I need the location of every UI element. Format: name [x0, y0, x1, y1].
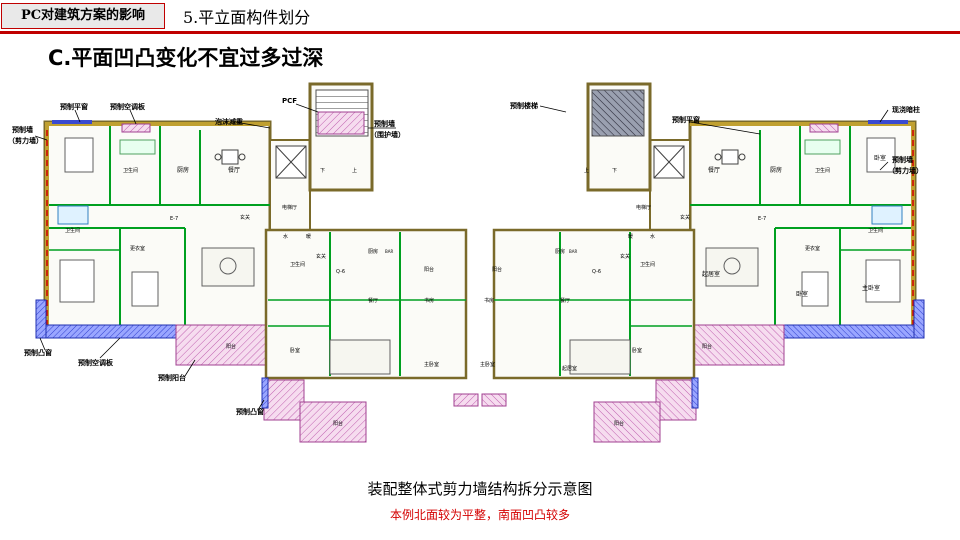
slide-title: C.平面凹凸变化不宜过多过深: [48, 46, 324, 70]
room-label: 水: [650, 233, 655, 240]
room-label: 起居室: [702, 270, 720, 278]
room-label: 书房: [424, 297, 434, 304]
room-label: 餐厅: [368, 297, 378, 304]
section-subtitle: 5.平立面构件划分: [183, 8, 311, 27]
plan-leader-lines: [34, 103, 889, 411]
annotation-prefab-flat-window-l: 预制平窗: [60, 102, 88, 111]
room-label: 卫生间: [815, 167, 830, 174]
room-label: BAR: [385, 249, 393, 254]
room-label: 主卧室: [480, 361, 495, 368]
room-label: BAR: [569, 249, 577, 254]
room-label: E-7: [758, 216, 766, 222]
room-label: 卫生间: [290, 261, 305, 268]
annotation-cast-column: 现浇暗柱: [892, 105, 920, 114]
stair-label: 下: [320, 168, 325, 174]
room-label: 卫生间: [65, 227, 80, 234]
annotation-prefab-flat-window-r: 预制平窗: [672, 115, 700, 124]
room-label: 阳台: [614, 420, 624, 427]
room-label: 更衣室: [805, 245, 820, 252]
header-bar: PC对建筑方案的影响 5.平立面构件划分: [0, 0, 960, 34]
room-label: E-7: [170, 216, 178, 222]
room-label: 主卧室: [862, 284, 880, 292]
annotation-prefab-wall-l-note: （剪力墙）: [8, 136, 43, 145]
annotation-prefab-wall-c-note: （围护墙）: [370, 130, 405, 139]
room-label: 卫生间: [868, 227, 883, 234]
plan-right-labels: 卧室 厨房 餐厅 卫生间 卫生间 更衣室 主卧室 卧室 起居室 E-7 玄关 电…: [480, 154, 886, 427]
stair-label: 下: [612, 168, 617, 174]
room-label: 玄关: [620, 253, 630, 260]
annotation-prefab-wall-r: 预制墙: [892, 155, 913, 164]
plan-right-geometry: [481, 82, 925, 443]
room-label: 阳台: [226, 343, 236, 350]
room-label: 书房: [484, 297, 494, 304]
plan-annotations: 预制平窗 预制空调板 预制墙 （剪力墙） 泡沫减重 PCF 预制墙 （围护墙） …: [8, 97, 923, 416]
room-label: 暖: [306, 233, 311, 240]
annotation-prefab-wall-r-note: （剪力墙）: [888, 166, 923, 175]
floor-plan: 卧室 厨房 餐厅 卫生间 卫生间 更衣室 主卧室 卧室 起居室 E-7 玄关 电…: [8, 82, 925, 443]
room-label: 餐厅: [228, 166, 240, 174]
annotation-prefab-stair: 预制楼梯: [510, 101, 538, 110]
annotation-prefab-ac-board-bottom: 预制空调板: [78, 358, 114, 367]
room-label: 卧室: [290, 347, 300, 354]
figure-note: 本例北面较为平整，南面凹凸较多: [389, 508, 570, 522]
room-label: 卧室: [874, 154, 886, 162]
room-label: 厨房: [770, 166, 782, 174]
annotation-prefab-balcony: 预制阳台: [158, 373, 186, 382]
room-label: 餐厅: [708, 166, 720, 174]
annotation-prefab-bay-window-b: 预制凸窗: [236, 407, 264, 416]
room-label: 卧室: [796, 290, 808, 298]
stair-label: 上: [352, 167, 357, 174]
room-label: 玄关: [680, 214, 690, 221]
section-tab[interactable]: PC对建筑方案的影响: [1, 3, 165, 29]
room-label: 主卧室: [424, 361, 439, 368]
room-label: 阳台: [492, 266, 502, 273]
room-label: 厨房: [555, 248, 565, 255]
room-label: 起居室: [562, 365, 577, 372]
room-label: 阳台: [702, 343, 712, 350]
room-label: 餐厅: [560, 297, 570, 304]
annotation-prefab-bay-window-l: 预制凸窗: [24, 348, 52, 357]
room-label: 厨房: [177, 166, 189, 174]
annotation-foam-concrete: 泡沫减重: [215, 117, 243, 126]
room-label: 水: [283, 233, 288, 240]
room-label: 电梯厅: [636, 204, 651, 211]
room-label: 卫生间: [640, 261, 655, 268]
plan-left-inner-apartment: 厨房 餐厅 书房 阳台 卫生间 水 暖 卧室 起居室 主卧室 Q-6 玄关 BA…: [261, 228, 479, 443]
room-label: 玄关: [316, 253, 326, 260]
annotation-pcf: PCF: [282, 97, 297, 105]
annotation-prefab-wall-c: 预制墙: [374, 119, 395, 128]
room-label: 阳台: [424, 266, 434, 273]
room-label: 电梯厅: [282, 204, 297, 211]
stair-label: 上: [584, 167, 589, 174]
room-label: 暖: [628, 233, 633, 240]
annotation-prefab-ac-board-top: 预制空调板: [110, 102, 146, 111]
annotation-prefab-wall-l: 预制墙: [12, 125, 33, 134]
room-label: Q-6: [592, 269, 601, 275]
room-label: 更衣室: [130, 245, 145, 252]
plan-left-unit: 卧室 厨房 餐厅 卫生间 卫生间 更衣室 主卧室 卧室 起居室 E-7 玄关 电…: [35, 120, 311, 366]
room-label: 卫生间: [123, 167, 138, 174]
room-label: 阳台: [333, 420, 343, 427]
figure-caption: 装配整体式剪力墙结构拆分示意图: [367, 480, 593, 498]
header-divider: [0, 31, 960, 34]
room-label: Q-6: [336, 269, 345, 275]
room-label: 厨房: [368, 248, 378, 255]
room-label: 卧室: [632, 347, 642, 354]
plan-left-core: 下 上: [275, 82, 374, 192]
room-label: 玄关: [240, 214, 250, 221]
